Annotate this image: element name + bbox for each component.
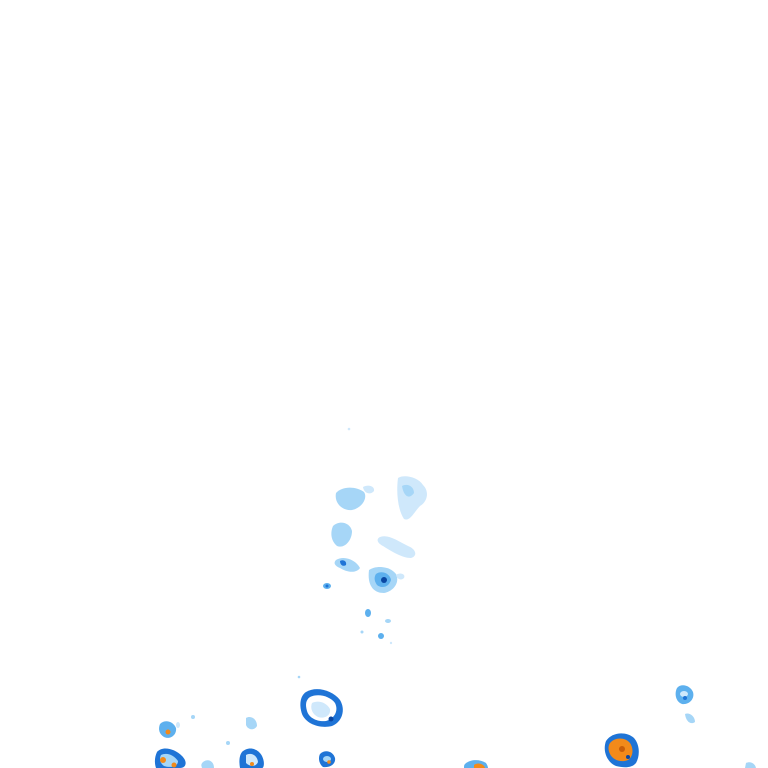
echo-speck xyxy=(297,675,301,679)
echo-cell-light xyxy=(396,573,405,580)
echo-speck xyxy=(389,641,393,645)
echo-cell-light xyxy=(201,760,214,768)
echo-cell-intense xyxy=(474,763,485,768)
echo-cell-light xyxy=(191,715,195,719)
echo-cell-core xyxy=(328,716,334,722)
echo-cell-light xyxy=(246,753,258,766)
echo-cell-intense xyxy=(165,729,171,735)
echo-cell-light xyxy=(378,633,384,639)
echo-cell-light xyxy=(745,762,756,768)
echo-cell-light xyxy=(246,716,257,730)
echo-ring-fill xyxy=(311,701,331,718)
echo-cell-light xyxy=(680,691,688,697)
echo-cell-light xyxy=(377,536,416,558)
echo-cell-light xyxy=(176,722,180,728)
echo-cell-intense xyxy=(250,762,254,766)
echo-cell-light xyxy=(685,713,695,724)
echo-cell-intense xyxy=(171,762,177,768)
echo-cell-intense xyxy=(160,757,166,763)
echo-cell-core xyxy=(325,584,329,588)
echo-cell-ring xyxy=(297,675,343,727)
echo-speck xyxy=(360,630,364,634)
echo-cluster-central xyxy=(323,427,427,645)
echo-cell-intense xyxy=(327,760,331,764)
echo-cell-core xyxy=(683,696,687,700)
echo-cluster-south xyxy=(464,760,488,768)
echo-cell-light xyxy=(402,484,414,497)
echo-speck xyxy=(226,741,230,745)
echo-cell-light xyxy=(331,522,352,547)
echo-cell-medium xyxy=(626,755,630,759)
echo-cell-light xyxy=(365,609,371,617)
echo-speck xyxy=(347,427,351,431)
echo-cell-core xyxy=(381,577,387,583)
echo-cell-light xyxy=(385,619,391,623)
echo-cluster-southwest xyxy=(154,715,336,768)
echo-cell-core xyxy=(619,746,625,752)
echo-cell-light xyxy=(335,487,366,511)
echo-cell-medium xyxy=(340,560,347,566)
echo-cluster-southeast xyxy=(604,685,756,768)
echo-cell-light xyxy=(363,485,375,494)
